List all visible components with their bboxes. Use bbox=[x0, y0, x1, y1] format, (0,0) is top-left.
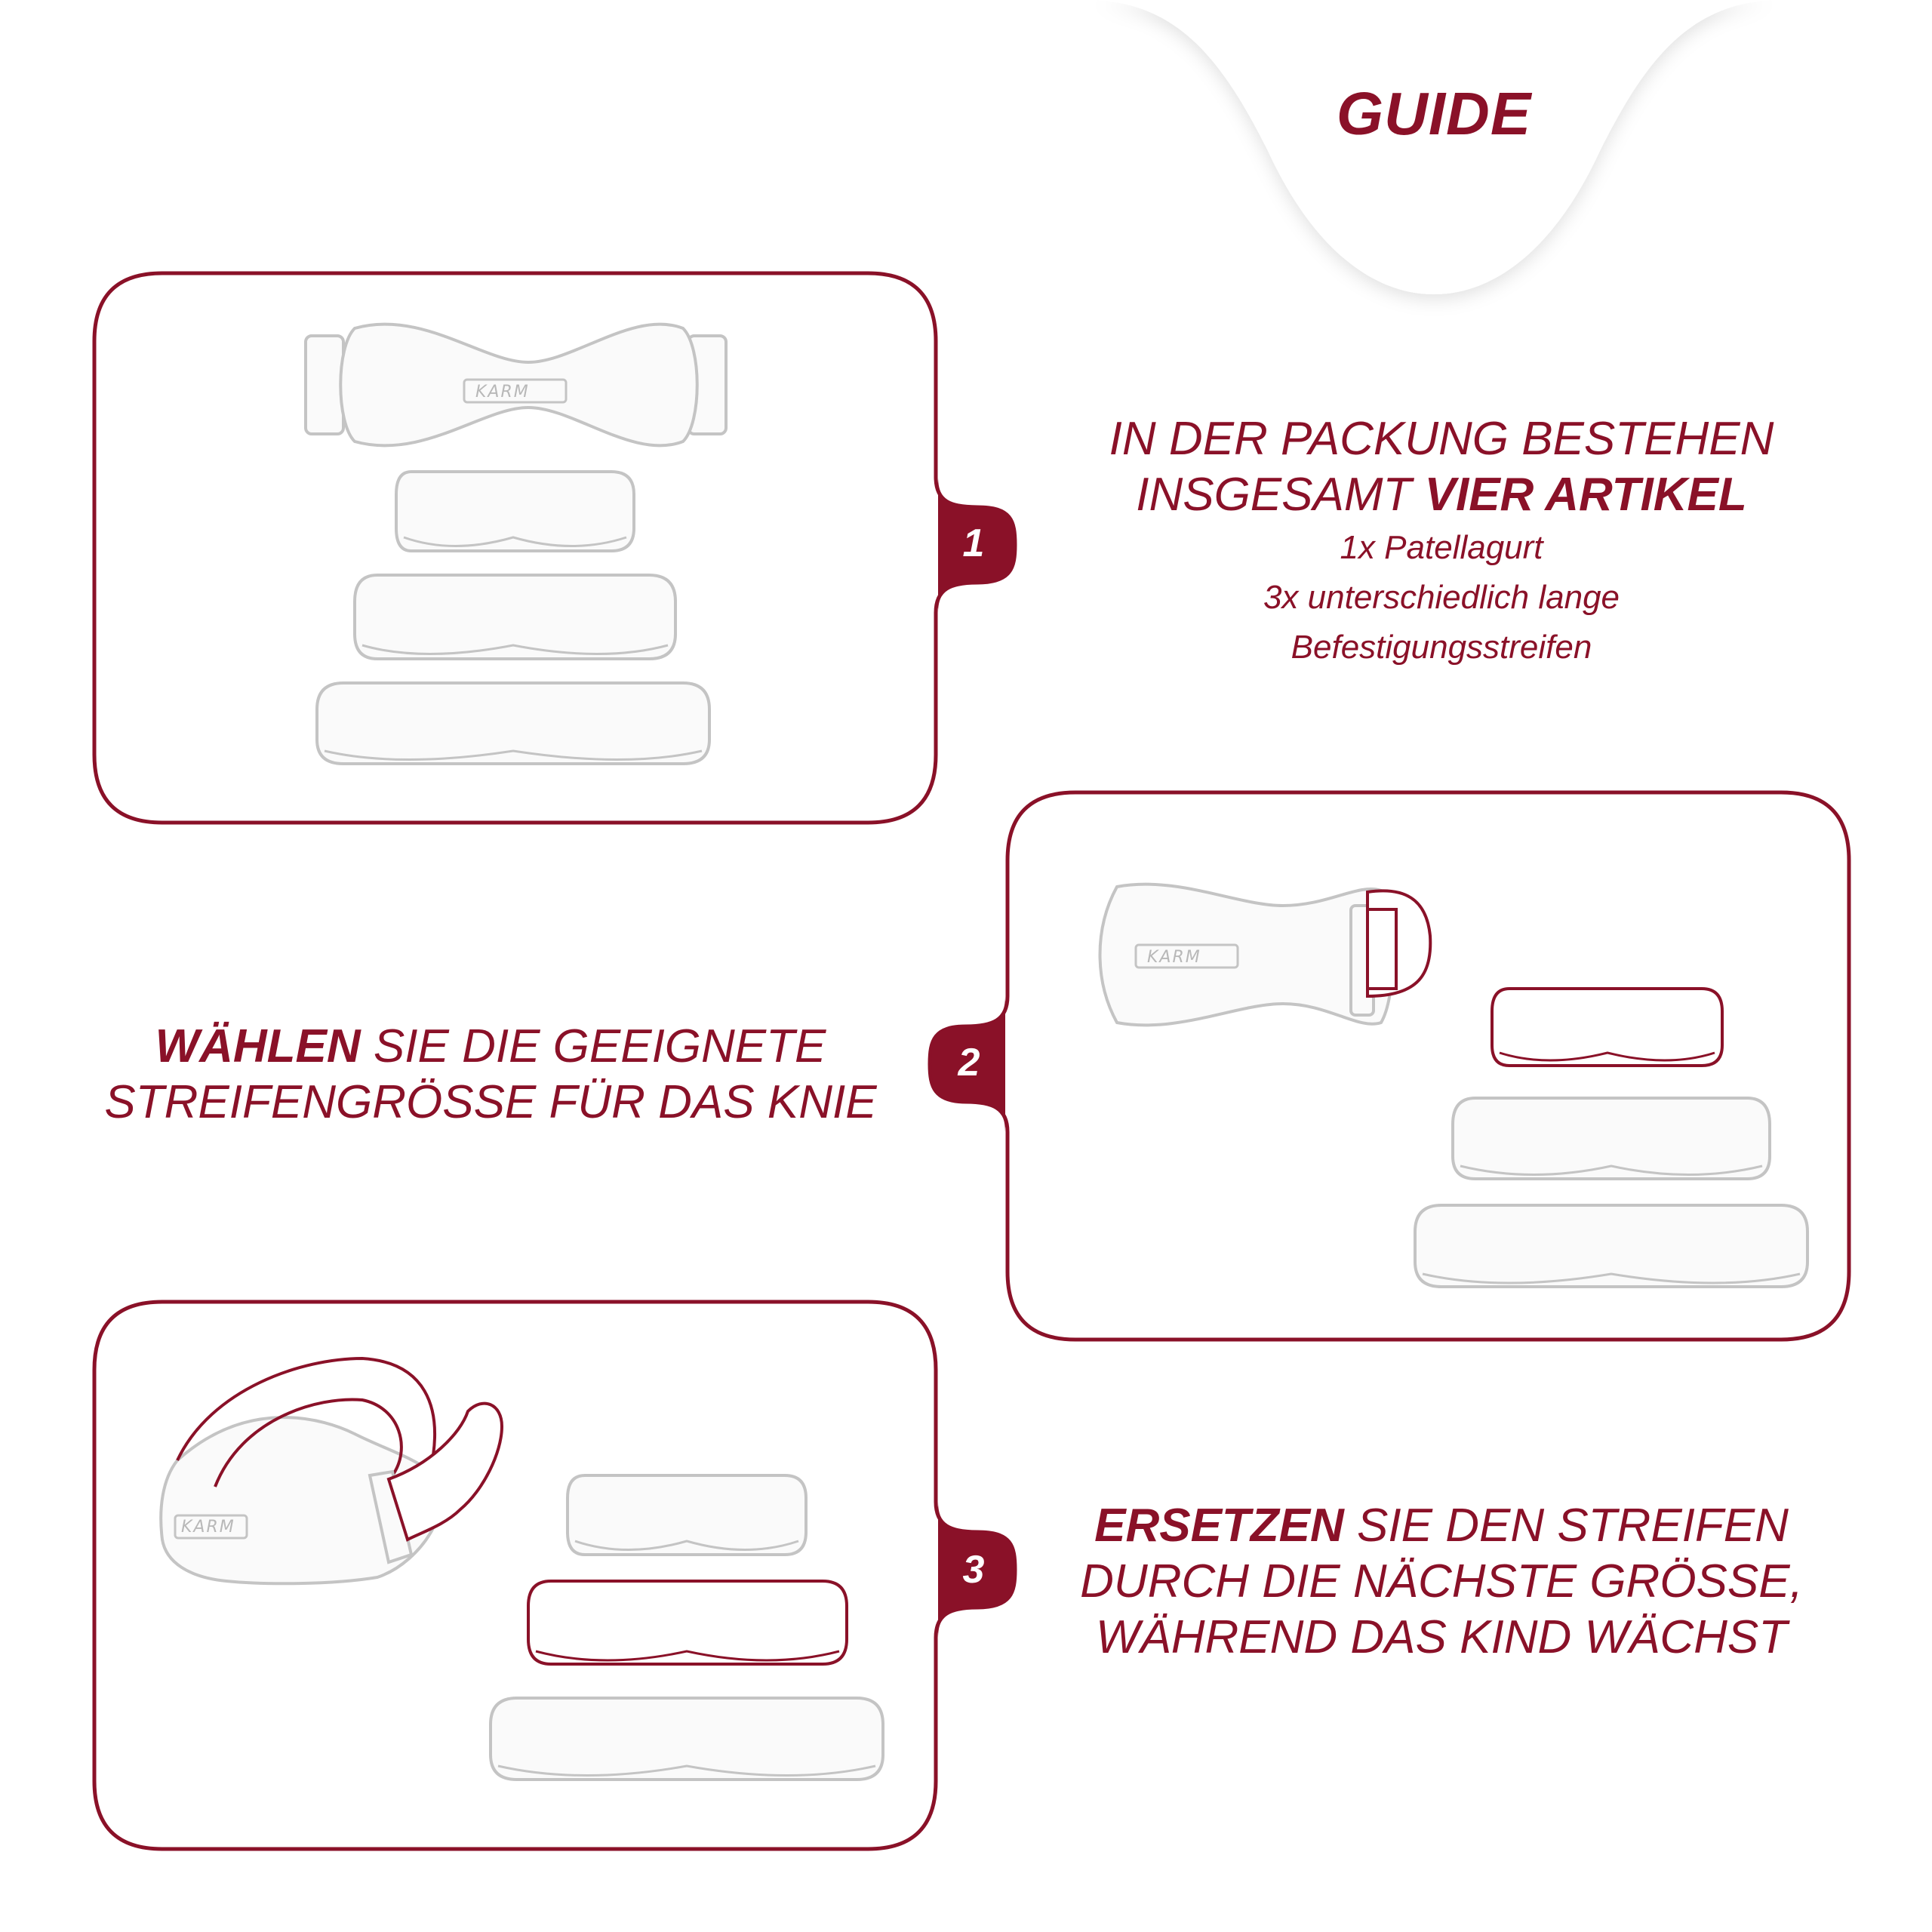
step-3-tab bbox=[938, 1502, 1014, 1638]
strip-large bbox=[315, 681, 711, 765]
strap-on-knee-illustration bbox=[159, 1356, 504, 1586]
strip-large bbox=[1414, 1204, 1809, 1288]
step-2-headline-bold: WÄHLEN bbox=[155, 1020, 361, 1072]
header-tab bbox=[1087, 0, 1781, 294]
step-1-headline-line2: INSGESAMT VIER ARTIKEL bbox=[1041, 467, 1841, 523]
strip-small bbox=[566, 1474, 808, 1556]
step-3-headline-bold: ERSETZEN bbox=[1094, 1500, 1344, 1552]
step-2-headline-line2: STREIFENGRÖSSE FÜR DAS KNIE bbox=[104, 1076, 877, 1128]
step-2-tab bbox=[931, 996, 1005, 1132]
step-1-headline-bold: VIER ARTIKEL bbox=[1424, 469, 1747, 521]
strap-body bbox=[339, 322, 699, 448]
step-1-headline-prefix: INSGESAMT bbox=[1136, 469, 1425, 521]
strip-large bbox=[489, 1697, 884, 1781]
strap-logo-3: KARM bbox=[181, 1518, 235, 1537]
strap-with-strip-illustration bbox=[1098, 882, 1432, 1027]
fastening-strips-step1 bbox=[315, 470, 711, 765]
step-2-headline-line1: WÄHLEN SIE DIE GEEIGNETE bbox=[83, 1019, 898, 1075]
fastening-strips-step3 bbox=[489, 1474, 884, 1781]
fastening-strips-step2 bbox=[1414, 987, 1809, 1288]
strip-medium-selected bbox=[527, 1580, 848, 1666]
step-2-number: 2 bbox=[958, 1041, 980, 1084]
page-title: GUIDE bbox=[1336, 80, 1532, 147]
strip-medium bbox=[1451, 1097, 1771, 1180]
step-3-number: 3 bbox=[962, 1548, 985, 1592]
patella-strap-illustration bbox=[304, 322, 728, 448]
strap-logo-2: KARM bbox=[1147, 948, 1201, 967]
step-3-headline-rest: SIE DEN STREIFEN bbox=[1343, 1500, 1789, 1552]
step-3-headline-line2: DURCH DIE NÄCHSTE GRÖSSE, bbox=[1080, 1555, 1803, 1607]
step-3-headline-line3: WÄHREND DAS KIND WÄCHST bbox=[1095, 1611, 1788, 1663]
step-3-headline-line1: ERSETZEN SIE DEN STREIFEN bbox=[1041, 1498, 1841, 1554]
buckle-left bbox=[304, 334, 345, 435]
strap-logo: KARM bbox=[475, 383, 530, 401]
step-1-sub-line3: Befestigungsstreifen bbox=[1291, 629, 1592, 666]
step-1-tab bbox=[938, 477, 1014, 613]
step-1-sub-line1: 1x Patellagurt bbox=[1340, 529, 1543, 566]
step-2-text: WÄHLEN SIE DIE GEEIGNETE STREIFENGRÖSSE … bbox=[83, 1019, 898, 1131]
step-1-sub-line2: 3x unterschiedlich lange bbox=[1263, 579, 1620, 616]
step-1-number: 1 bbox=[962, 521, 985, 565]
step-1-headline-line1: IN DER PACKUNG BESTEHEN bbox=[1109, 413, 1774, 465]
strip-small bbox=[395, 470, 635, 552]
strip-medium bbox=[353, 574, 677, 660]
step-3-text: ERSETZEN SIE DEN STREIFEN DURCH DIE NÄCH… bbox=[1041, 1498, 1841, 1666]
step-2-headline-rest: SIE DIE GEEIGNETE bbox=[360, 1020, 826, 1072]
strip-small-selected bbox=[1491, 987, 1724, 1067]
step-1-text: IN DER PACKUNG BESTEHEN INSGESAMT VIER A… bbox=[1041, 411, 1841, 672]
